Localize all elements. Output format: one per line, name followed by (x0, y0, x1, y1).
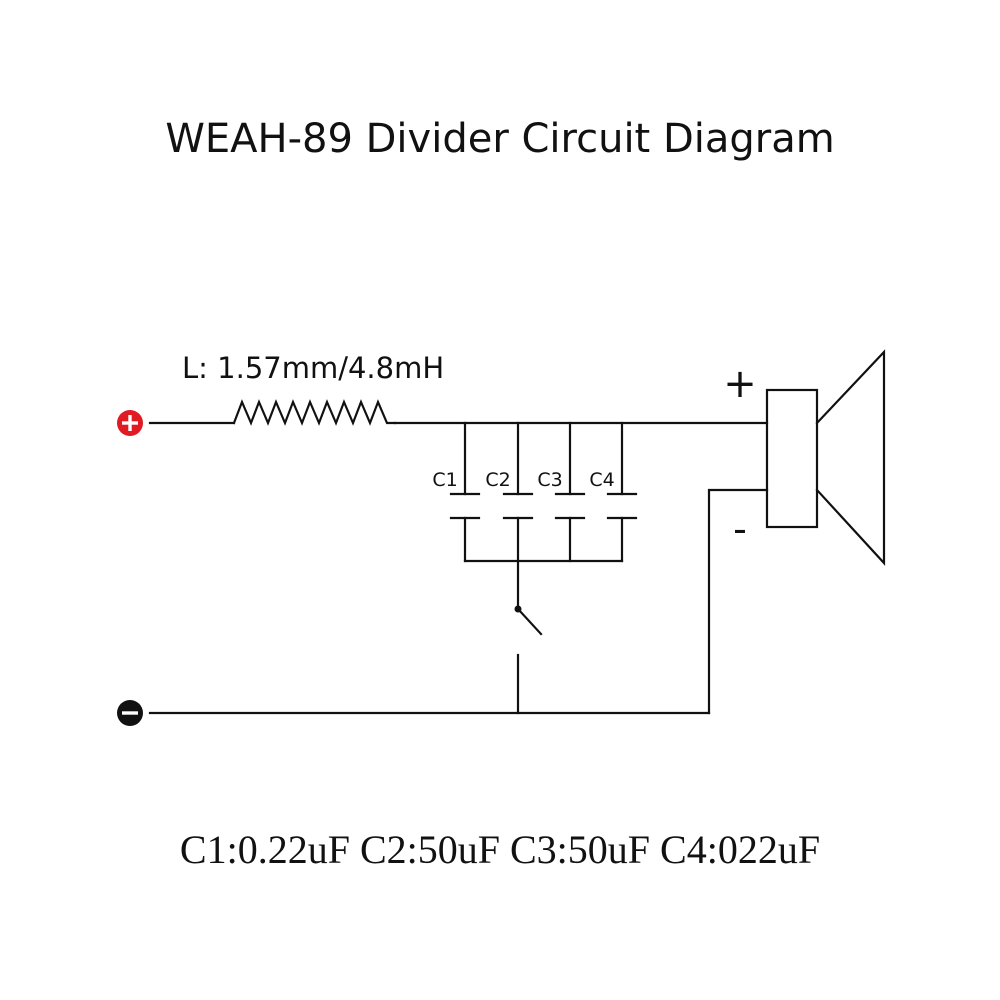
capacitor-c1 (449, 421, 481, 563)
capacitor-label-c3: C3 (537, 469, 562, 491)
switch-symbol (516, 607, 543, 715)
capacitor-c3 (554, 421, 586, 563)
positive-terminal-icon (117, 410, 143, 436)
speaker-minus-label: - (733, 507, 747, 551)
speaker-symbol (765, 349, 886, 566)
negative-terminal-icon (117, 700, 143, 726)
capacitor-label-c2: C2 (485, 469, 510, 491)
capacitor-label-c4: C4 (589, 469, 614, 491)
speaker-plus-label: + (723, 361, 757, 407)
output-negative-wire (707, 488, 769, 715)
switch-contact-dot (514, 605, 522, 613)
inductor-symbol (232, 399, 397, 426)
diagram-title: WEAH-89 Divider Circuit Diagram (165, 116, 835, 162)
capacitor-c2 (502, 421, 534, 611)
capacitor-label-c1: C1 (432, 469, 457, 491)
capacitor-values: C1:0.22uF C2:50uF C3:50uF C4:022uF (179, 827, 821, 872)
inductor-label: L: 1.57mm/4.8mH (182, 351, 444, 385)
capacitor-c4 (606, 421, 638, 563)
